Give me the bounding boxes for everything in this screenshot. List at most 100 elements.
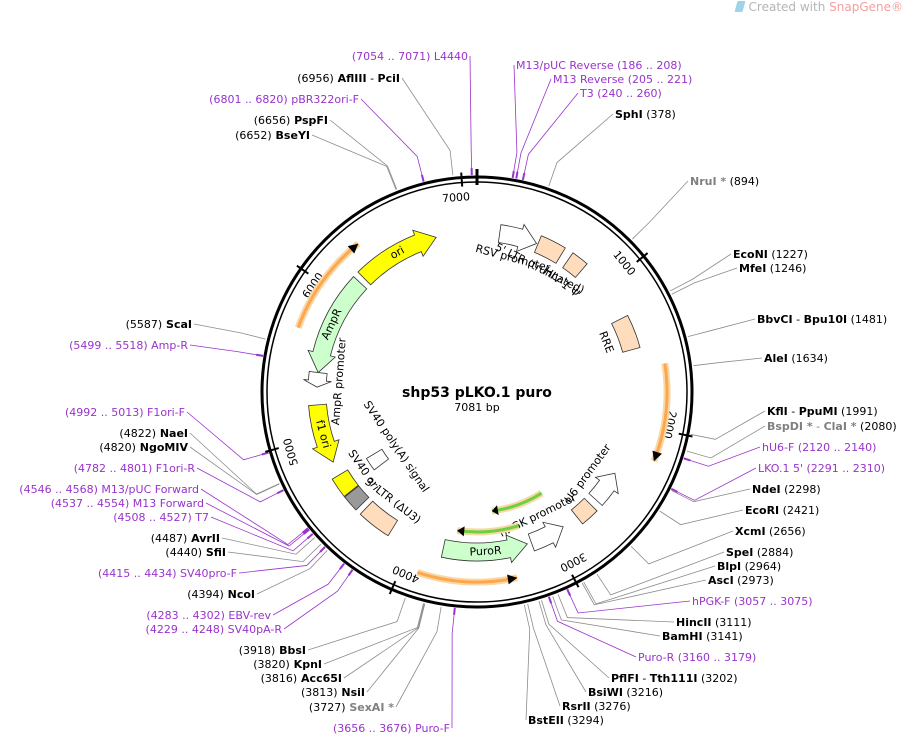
site-label-part: BbvCI [757, 313, 793, 326]
feature-track [296, 242, 360, 329]
leader-line [671, 467, 757, 501]
site-label: (4537 .. 4554) M13 Forward [51, 497, 204, 510]
site-label-part: (2080) [857, 420, 897, 433]
site-label-part: (2120 .. 2140) [794, 441, 876, 454]
site-labels: (7054 .. 7071) L4440(6956) AflIII - PciI… [19, 50, 896, 735]
feature-rre [611, 314, 641, 353]
leader-line [671, 488, 751, 503]
leader-line [693, 357, 763, 367]
site-label-part: (240 .. 260) [594, 87, 662, 100]
watermark-brand: SnapGene [829, 0, 891, 14]
site-label-part: (4394) [187, 588, 224, 601]
site-label-part: (3111) [712, 616, 752, 629]
site-label-part: hU6-F [762, 441, 794, 454]
site-label: BlpI (2964) [717, 560, 781, 573]
primer-mark [301, 527, 309, 534]
feature-label: RRE [596, 329, 616, 354]
site-label: (4508 .. 4527) T7 [113, 511, 209, 524]
feature-sv40-poly-a-signal [365, 448, 390, 471]
site-label-part: NruI * [690, 175, 726, 188]
site-label-part: SfiI [202, 546, 226, 559]
site-label: LKO.1 5' (2291 .. 2310) [758, 462, 885, 475]
site-label-part: (6801 .. 6820) [209, 93, 288, 106]
site-label-part: Acc65I [297, 672, 342, 685]
site-label: (5499 .. 5518) Amp-R [69, 339, 188, 352]
site-label-part: NcoI [224, 588, 255, 601]
leader-line [189, 344, 263, 357]
leader-line [632, 180, 689, 240]
site-label: BspDI * - ClaI * (2080) [767, 420, 897, 433]
site-label: (3813) NsiI [301, 686, 365, 699]
site-label-part: (1246) [766, 262, 806, 275]
leader-line [687, 318, 756, 338]
leader-line [189, 432, 280, 495]
site-label: (6956) AflIII - PciI [297, 72, 400, 85]
site-label: KflI - PpuMI (1991) [767, 405, 878, 418]
site-label-part: (3057 .. 3075) [730, 595, 812, 608]
site-label-part: MfeI [739, 262, 766, 275]
site-label-part: PciI [378, 72, 400, 85]
feature-track-arrowhead [491, 505, 499, 516]
leader-line [522, 92, 579, 180]
site-label-part: NsiI [338, 686, 365, 699]
leader-line [323, 603, 424, 665]
primer-mark [453, 607, 456, 615]
site-label-part: EcoNI [733, 248, 768, 261]
primer-mark [339, 562, 345, 570]
feature-rsv-promoter [497, 223, 538, 253]
primer-mark [670, 487, 678, 493]
leader-line [567, 590, 691, 614]
leader-line [272, 564, 344, 616]
site-label-part: Bpu10I [804, 313, 848, 326]
site-label-part: (2291 .. 2310) [803, 462, 885, 475]
site-label-part: HincII [676, 616, 712, 629]
site-label-part: (1991) [838, 405, 878, 418]
site-label-part: (2656) [766, 525, 806, 538]
leader-line [343, 603, 425, 679]
primer-mark [303, 528, 310, 535]
site-label-part: - [639, 672, 650, 685]
site-label-part: (3727) [309, 701, 346, 714]
feature-track-arrowhead [457, 526, 465, 537]
site-label-part: (3160 .. 3179) [674, 651, 756, 664]
site-label-part: M13 Reverse [553, 73, 624, 86]
site-label: EcoRI (2421) [745, 504, 819, 517]
leader-line [189, 446, 280, 495]
leader-line [669, 253, 732, 292]
site-label-part: F1ori-R [152, 462, 195, 475]
site-label-part: pBR322ori-F [288, 93, 359, 106]
site-label: SphI (378) [615, 108, 676, 121]
feature-segment [344, 485, 370, 511]
site-label-part: (4487) [151, 532, 188, 545]
site-label-part: SphI [615, 108, 643, 121]
leader-line [329, 119, 398, 190]
site-label-part: (4440) [165, 546, 202, 559]
site-label-part: (2421) [779, 504, 819, 517]
site-label-part: T3 [579, 87, 594, 100]
plasmid-length: 7081 bp [454, 401, 499, 414]
site-label: (4487) AvrII [151, 532, 220, 545]
site-label: BamHI (3141) [662, 630, 743, 643]
site-label-part: (2298) [781, 483, 821, 496]
leader-line [659, 509, 744, 526]
primer-mark [515, 171, 519, 179]
scale-tick [388, 580, 397, 595]
primer-mark [347, 569, 354, 577]
site-label: M13/pUC Reverse (186 .. 208) [516, 59, 682, 72]
site-label-part: KpnI [290, 658, 322, 671]
leader-line [516, 78, 552, 178]
feature-f1-ori [308, 403, 340, 463]
plasmid-name: shp53 pLKO.1 puro [402, 385, 552, 401]
site-label-part: (7054 .. 7071) [352, 50, 431, 63]
site-label: RsrII (3276) [562, 700, 631, 713]
leader-line [256, 550, 328, 595]
leader-line [307, 597, 406, 651]
leader-line [196, 467, 283, 503]
site-label-part: AvrII [187, 532, 220, 545]
site-label: NdeI (2298) [752, 483, 821, 496]
site-label-part: T7 [192, 511, 209, 524]
scale-tick-label: 3000 [558, 550, 589, 574]
site-label: EcoNI (1227) [733, 248, 808, 261]
site-label-part: - [367, 72, 378, 85]
site-label-part: PpuMI [799, 405, 838, 418]
